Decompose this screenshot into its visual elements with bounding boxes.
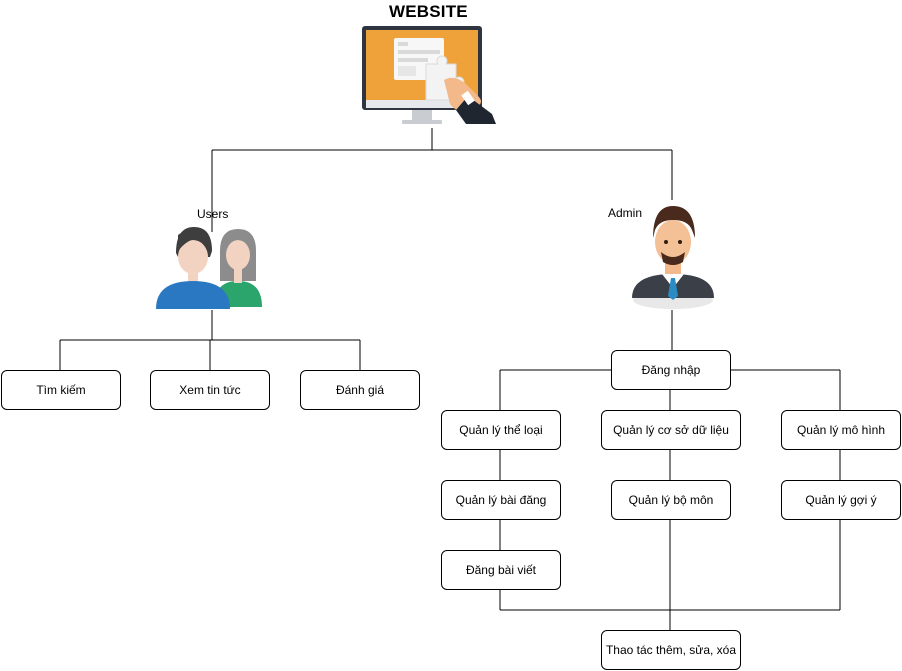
posts-node: Quản lý bài đăng (441, 480, 561, 520)
departments-node: Quản lý bộ môn (611, 480, 731, 520)
page-title: WEBSITE (389, 2, 468, 21)
models-node: Quản lý mô hình (781, 410, 901, 450)
login-node: Đăng nhập (611, 350, 731, 390)
write-post-node: Đăng bài viết (441, 550, 561, 590)
admin-person-icon (632, 206, 714, 309)
users-group-icon (156, 227, 262, 309)
suggestions-node: Quản lý gợi ý (781, 480, 901, 520)
monitor-puzzle-icon (362, 26, 496, 124)
users-label: Users (197, 207, 229, 221)
rate-node: Đánh giá (300, 370, 420, 410)
news-node: Xem tin tức (150, 370, 270, 410)
crud-node: Thao tác thêm, sửa, xóa (601, 630, 741, 670)
search-node: Tìm kiếm (1, 370, 121, 410)
database-node: Quản lý cơ sở dữ liệu (601, 410, 741, 450)
categories-node: Quản lý thể loại (441, 410, 561, 450)
admin-label: Admin (608, 206, 643, 220)
